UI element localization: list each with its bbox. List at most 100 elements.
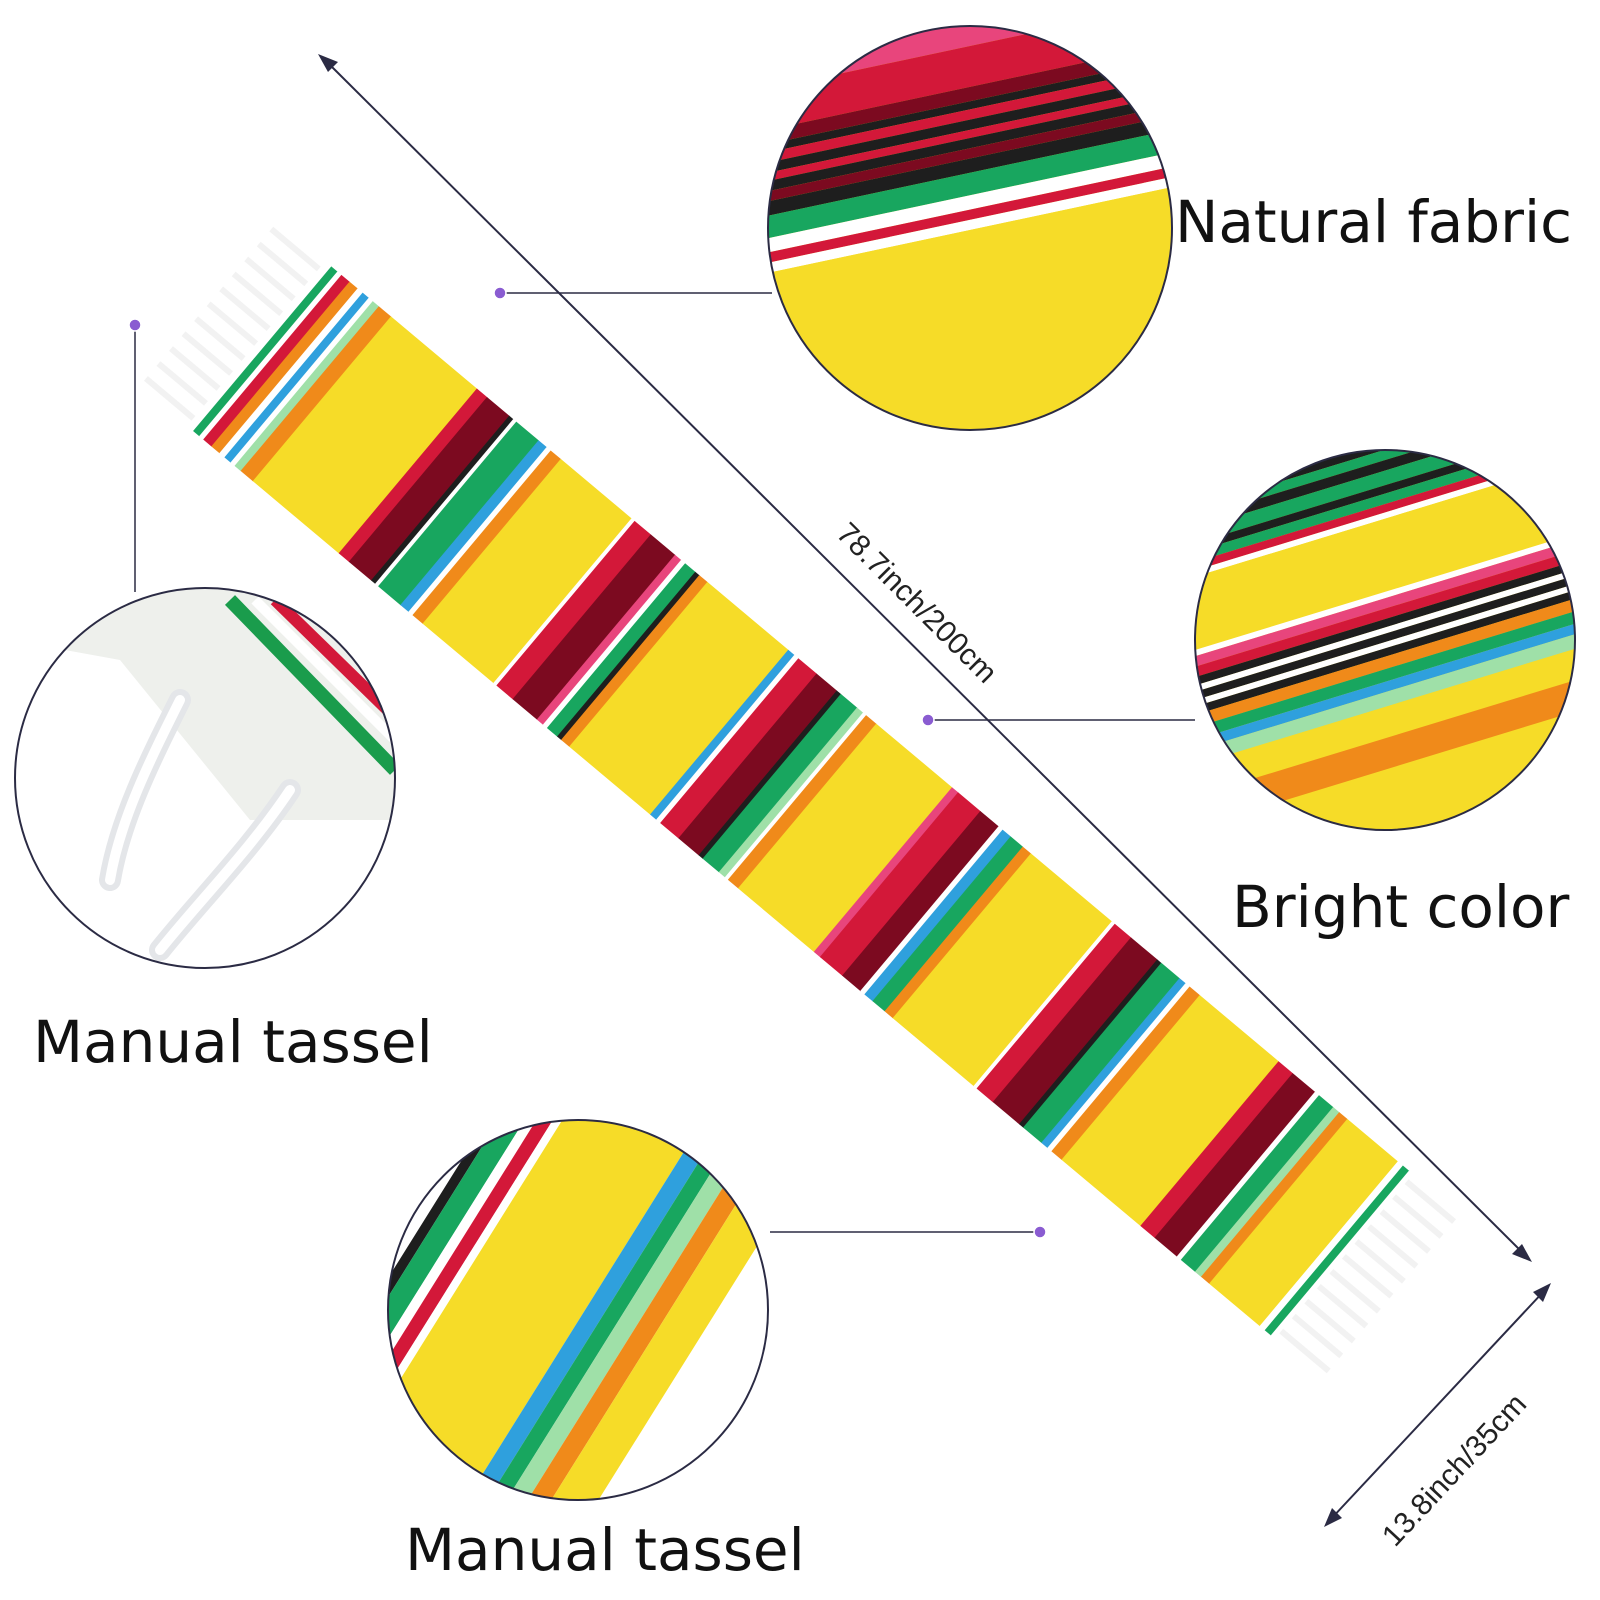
runner-stripe xyxy=(842,810,999,992)
color-stripe xyxy=(1195,450,1563,579)
tassel xyxy=(181,331,233,376)
runner-stripe xyxy=(678,673,838,856)
tassel xyxy=(1392,1194,1444,1239)
runner-stripe xyxy=(973,921,1116,1089)
tassel xyxy=(1367,1224,1419,1269)
runner-stripe xyxy=(193,266,338,437)
runner-stripe xyxy=(252,316,478,554)
tassel xyxy=(1329,1269,1381,1314)
runner-stripe xyxy=(219,288,364,458)
runner-stripe xyxy=(650,649,795,820)
fabric-stripe xyxy=(768,76,1172,182)
tassel xyxy=(1341,1254,1394,1299)
tassel xyxy=(1279,1328,1331,1374)
runner-stripe xyxy=(240,306,392,482)
width-dimension: 13.8inch/35cm xyxy=(1324,1283,1551,1553)
runner-stripe xyxy=(872,836,1024,1012)
tassel xyxy=(231,271,284,317)
runner-stripe xyxy=(375,419,517,587)
fabric-stripe xyxy=(768,162,1172,268)
color-stripe xyxy=(1195,622,1575,765)
runner-stripe xyxy=(1200,1112,1348,1284)
runner-stripe xyxy=(408,447,552,616)
runner-stripe xyxy=(976,923,1132,1103)
color-stripe xyxy=(1195,463,1575,659)
runner-stripe xyxy=(1051,986,1201,1161)
runner-stripe xyxy=(536,554,682,725)
color-stripe xyxy=(1195,576,1575,711)
runner-stripe xyxy=(224,292,370,463)
color-stripe xyxy=(1195,535,1575,675)
runner-stripe xyxy=(737,723,953,953)
tassel xyxy=(194,316,246,361)
runner-stripe xyxy=(371,415,514,585)
runner-stripe xyxy=(718,707,864,878)
color-stripe xyxy=(1195,457,1567,592)
tassel-zoom-stripe xyxy=(481,1136,729,1500)
tassel-zoom-stripe xyxy=(510,1154,761,1500)
tassel xyxy=(1291,1313,1344,1359)
color-stripe xyxy=(1195,530,1575,665)
tassel xyxy=(206,301,259,346)
runner-stripe xyxy=(1180,1095,1334,1273)
fabric-stripe xyxy=(768,148,1172,259)
runner-stripe xyxy=(892,853,1113,1087)
runner-stripe xyxy=(864,829,1012,1002)
color-stripe xyxy=(1195,555,1575,692)
tassel xyxy=(1404,1179,1456,1224)
width-label: 13.8inch/35cm xyxy=(1376,1388,1533,1553)
runner-stripe xyxy=(493,518,636,686)
fabric-stripe xyxy=(768,103,1172,210)
tassel-zoom-stripe xyxy=(495,1144,744,1500)
tassel xyxy=(244,256,296,302)
runner-stripe xyxy=(512,534,676,720)
tassel-zoom-stripe xyxy=(388,1120,580,1425)
runner-stripe xyxy=(992,937,1158,1125)
bright-color-label: Bright color xyxy=(1232,873,1570,941)
fabric-stripe xyxy=(768,45,1170,155)
fabric-stripe xyxy=(768,127,1172,245)
tassel xyxy=(269,226,321,272)
runner-stripe xyxy=(378,421,539,606)
runner-stripe xyxy=(702,693,858,873)
runner-stripe xyxy=(1264,1165,1410,1336)
runner-stripe xyxy=(234,301,380,472)
tassel-zoom-stripe xyxy=(527,1164,768,1500)
color-stripe xyxy=(1195,612,1575,751)
runner-stripe xyxy=(1154,1073,1316,1257)
runner-stripe xyxy=(1019,959,1162,1128)
runner-stripe xyxy=(211,281,359,454)
zoom-manual-tassel-bottom xyxy=(387,1119,769,1501)
runner-stripe xyxy=(1259,1161,1404,1331)
runner-stripe xyxy=(412,450,562,625)
fabric-stripe xyxy=(768,58,1171,163)
runner-stripe xyxy=(727,715,877,889)
tassel xyxy=(219,286,271,331)
runner-stripe xyxy=(1047,983,1191,1152)
runner-stripe xyxy=(542,559,686,729)
runner-tassels xyxy=(144,226,1456,1374)
color-stripe xyxy=(1195,568,1575,705)
runner-stripe xyxy=(203,274,350,447)
runner-stripe xyxy=(1061,995,1279,1227)
runner-stripe xyxy=(819,792,981,977)
fabric-stripe xyxy=(768,94,1172,200)
tassel-zoom-stripe xyxy=(466,1126,715,1500)
fabric-stripe xyxy=(768,172,1172,278)
tassel xyxy=(169,346,221,391)
runner-stripe xyxy=(884,846,1032,1019)
runner-stripe xyxy=(860,826,1004,995)
tassel xyxy=(1316,1283,1369,1329)
runner-stripe xyxy=(422,458,632,684)
color-stripe xyxy=(1195,545,1575,684)
table-runner xyxy=(144,226,1456,1374)
runner-stripe xyxy=(724,712,867,881)
runner-stripe xyxy=(496,520,652,700)
color-stripe xyxy=(1195,562,1575,698)
manual-tassel-bottom-label: Manual tassel xyxy=(405,1516,805,1584)
color-stripe xyxy=(1195,450,1565,587)
color-stripe xyxy=(1195,581,1575,719)
runner-stripe xyxy=(1176,1091,1320,1261)
